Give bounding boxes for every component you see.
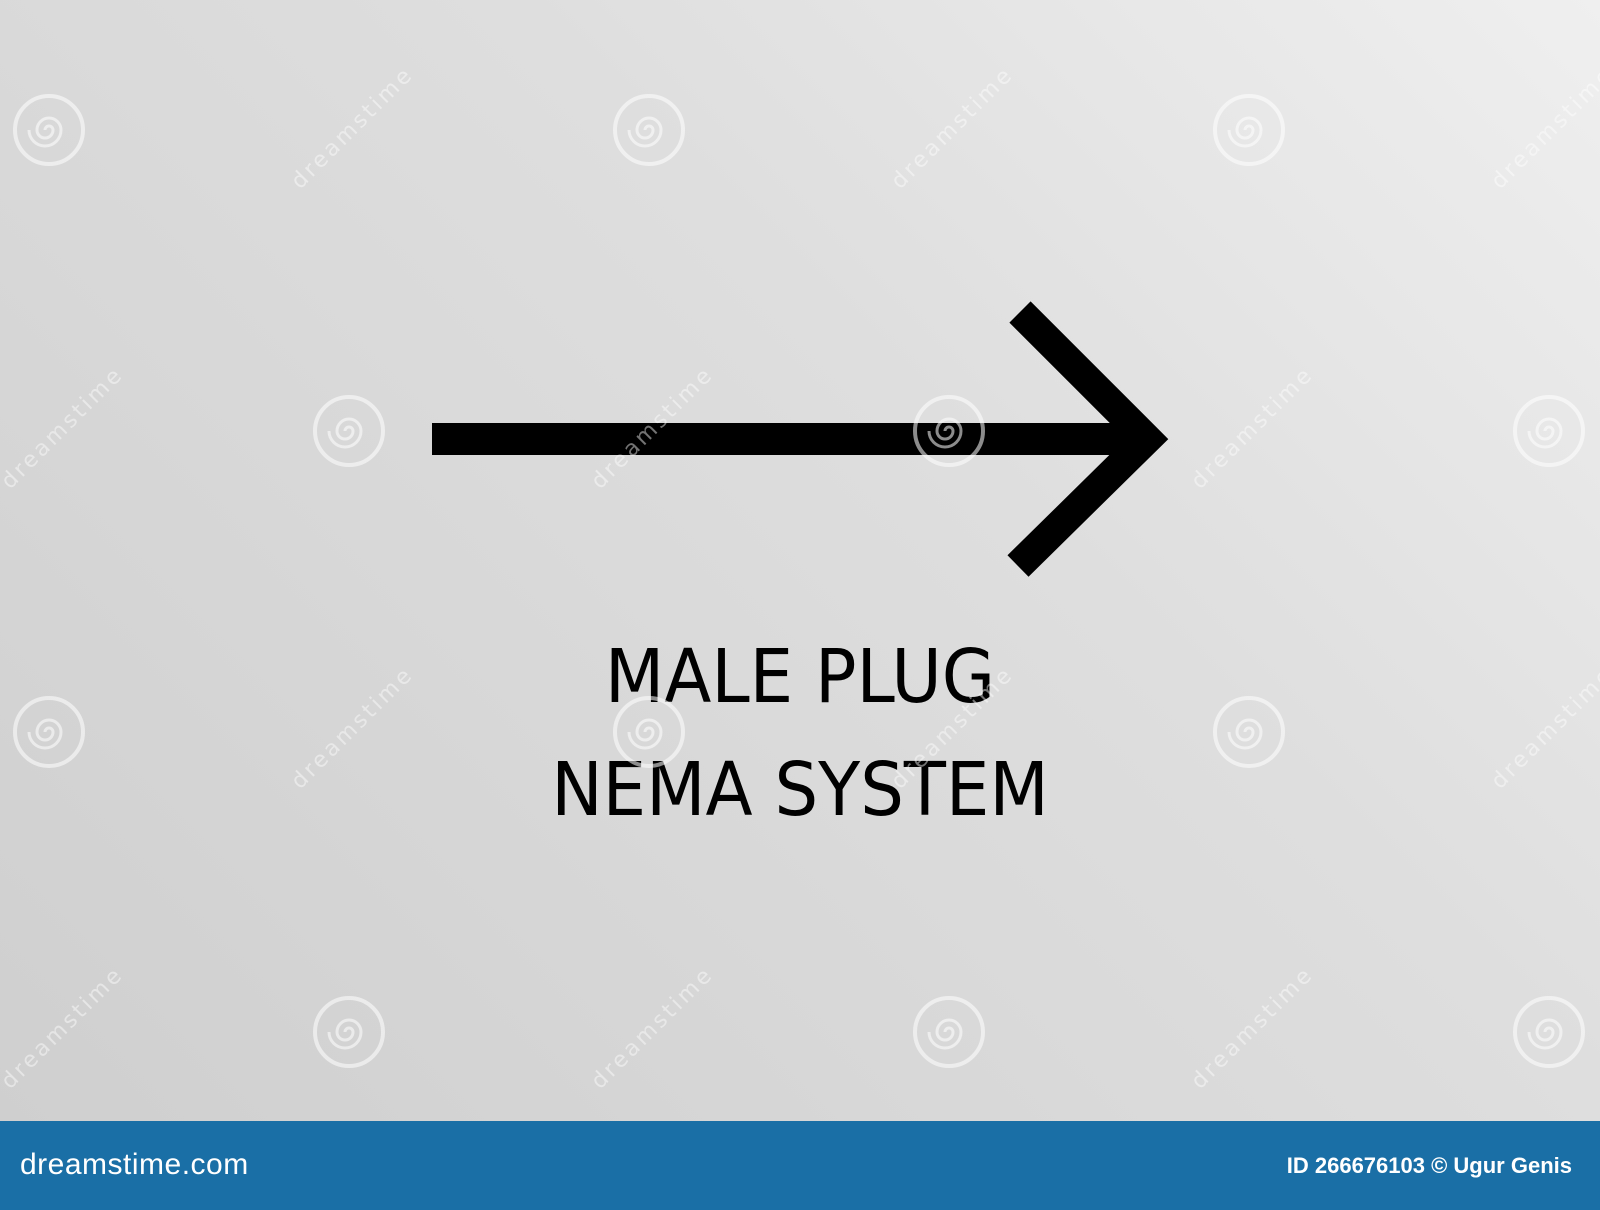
footer-bar: dreamstime.com ID 266676103 © Ugur Genis bbox=[0, 1121, 1600, 1210]
footer-brand: dreamstime.com bbox=[20, 1148, 249, 1181]
image-canvas: MALE PLUG NEMA SYSTEM dreamstime bbox=[0, 0, 1600, 1121]
symbol-label-line-1: MALE PLUG bbox=[604, 634, 996, 720]
right-arrow-icon bbox=[432, 301, 1169, 577]
arrow-head bbox=[1007, 301, 1169, 577]
symbol-label-line-2: NEMA SYSTEM bbox=[551, 747, 1049, 833]
footer-credit: ID 266676103 © Ugur Genis bbox=[1286, 1153, 1572, 1178]
